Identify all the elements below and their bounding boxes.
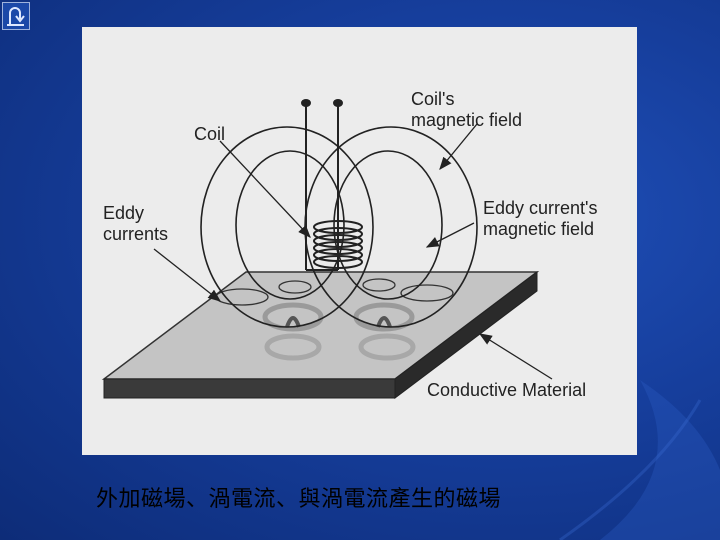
slide-caption: 外加磁場、渦電流、與渦電流產生的磁場 xyxy=(96,487,502,512)
label-conductive-material: Conductive Material xyxy=(427,380,587,400)
return-arrow-icon xyxy=(7,7,25,26)
coil-windings xyxy=(313,220,363,269)
label-pointers xyxy=(153,123,553,380)
label-coil: Coil xyxy=(194,124,226,144)
label-eddy-currents: Eddy currents xyxy=(103,203,169,244)
label-coil-magnetic-field: Coil's magnetic field xyxy=(411,89,523,130)
eddy-current-diagram: Coil Coil's magnetic field Eddy currents… xyxy=(82,27,637,455)
eddy-current-rings xyxy=(215,278,454,361)
return-button[interactable] xyxy=(2,2,30,30)
label-eddy-current-magnetic-field: Eddy current's magnetic field xyxy=(483,198,598,239)
